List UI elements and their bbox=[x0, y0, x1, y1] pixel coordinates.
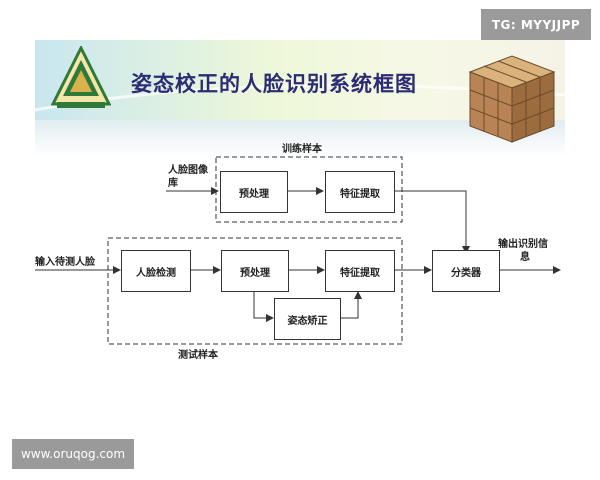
test-preprocess-box: 预处理 bbox=[221, 250, 289, 292]
output-label-line2: 息 bbox=[520, 252, 530, 263]
watermark-bottom: www.oruqog.com bbox=[12, 439, 134, 469]
test-input-label: 输入待测人脸 bbox=[35, 257, 95, 268]
test-group-frame bbox=[107, 237, 403, 345]
slide: 姿态校正的人脸识别系统框图 bbox=[35, 40, 565, 440]
test-group-label: 测试样本 bbox=[178, 350, 218, 361]
train-preprocess-box: 预处理 bbox=[220, 171, 288, 213]
arrow-pose-to-feature bbox=[340, 291, 362, 319]
train-group-frame bbox=[215, 156, 403, 223]
school-logo-icon bbox=[51, 46, 111, 108]
arrow-train-feature-to-classifier bbox=[395, 190, 470, 254]
output-label-line1: 输出识别信 bbox=[498, 239, 548, 250]
decorative-cube-icon bbox=[468, 55, 556, 143]
face-db-label-line2: 库 bbox=[168, 178, 178, 189]
train-feature-box: 特征提取 bbox=[325, 171, 395, 213]
face-detect-box: 人脸检测 bbox=[121, 250, 191, 292]
train-group-label: 训练样本 bbox=[282, 144, 322, 155]
arrow-preprocess-to-pose bbox=[253, 290, 274, 322]
face-db-label-line1: 人脸图像 bbox=[168, 165, 208, 176]
slide-title: 姿态校正的人脸识别系统框图 bbox=[131, 72, 417, 96]
pose-correct-box: 姿态矫正 bbox=[274, 298, 341, 340]
test-feature-box: 特征提取 bbox=[325, 250, 395, 292]
watermark-top: TG: MYYJJPP bbox=[481, 9, 591, 40]
classifier-box: 分类器 bbox=[432, 250, 500, 292]
